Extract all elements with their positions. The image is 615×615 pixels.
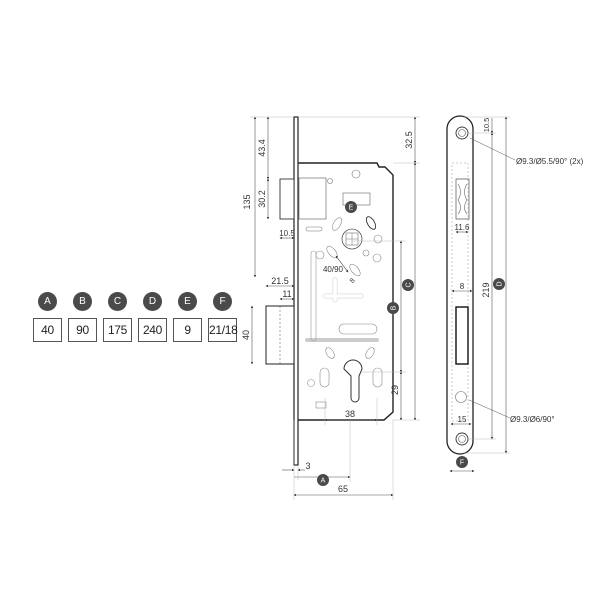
dim-8-spindle: 8 — [349, 277, 357, 285]
badge-a: A — [317, 474, 329, 486]
svg-text:A: A — [321, 478, 326, 485]
dim-11: 11 — [282, 289, 291, 299]
badge-d: D — [493, 278, 505, 290]
callout-leader-bottom — [468, 399, 511, 419]
svg-text:F: F — [460, 460, 464, 467]
dim-32-5: 32.5 — [404, 131, 414, 149]
badge-f: F — [456, 456, 468, 468]
front-view: 10.5 11.6 8 219 15 Ø9.3/Ø5.5/90° (2x) Ø9… — [446, 115, 584, 473]
side-view: 135 43.4 30.2 10.5 21.5 11 40 32.5 40/90… — [241, 116, 420, 500]
legend-badge-a: A — [38, 292, 57, 311]
legend-badge-c: C — [108, 292, 127, 311]
badge-e: E — [345, 201, 357, 213]
dim-15: 15 — [458, 415, 467, 424]
dim-29: 29 — [390, 385, 400, 395]
dim-135: 135 — [242, 194, 252, 209]
cylinder-screw-hole — [455, 391, 467, 403]
dim-40: 40 — [241, 330, 251, 340]
legend-value-a: 40 — [33, 318, 62, 342]
latch — [279, 178, 295, 220]
callout-bottom-hole: Ø9.3/Ø6/90° — [510, 415, 555, 424]
dimension-legend: A 40 B 90 C 175 D 240 E 9 F 21/18 — [33, 292, 238, 348]
spindle-hole — [341, 228, 363, 250]
svg-text:B: B — [391, 305, 398, 310]
legend-badge-e: E — [178, 292, 197, 311]
badge-b: B — [387, 302, 399, 314]
dim-21-5: 21.5 — [271, 276, 289, 286]
dim-11-6: 11.6 — [455, 223, 471, 232]
legend-badge-d: D — [143, 292, 162, 311]
legend-value-d: 240 — [138, 318, 167, 342]
dim-38: 38 — [345, 409, 355, 419]
dim-3: 3 — [305, 461, 310, 471]
callout-leader-top — [469, 137, 516, 161]
legend-value-f: 21/18 — [208, 318, 238, 342]
dim-65: 65 — [338, 484, 348, 494]
dim-219: 219 — [481, 282, 491, 297]
front-latch — [455, 178, 470, 220]
dim-8-front: 8 — [460, 282, 465, 291]
dim-40-90: 40/90 — [323, 265, 344, 274]
legend-badge-b: B — [73, 292, 92, 311]
legend-value-c: 175 — [103, 318, 132, 342]
dim-43-4: 43.4 — [257, 139, 267, 157]
legend-value-e: 9 — [173, 318, 202, 342]
front-bolt-opening — [455, 306, 469, 365]
badge-c: C — [402, 279, 414, 291]
faceplate — [293, 116, 299, 466]
dim-30-2: 30.2 — [257, 190, 267, 208]
legend-value-b: 90 — [68, 318, 97, 342]
dim-10-5-front: 10.5 — [482, 118, 491, 133]
cylinder-cutout — [343, 359, 363, 403]
dim-10-5: 10.5 — [279, 229, 295, 238]
svg-text:C: C — [406, 282, 413, 287]
svg-text:D: D — [497, 281, 504, 286]
lock-body — [298, 162, 394, 421]
legend-badge-f: F — [213, 292, 232, 311]
svg-text:E: E — [349, 205, 354, 212]
callout-top-hole: Ø9.3/Ø5.5/90° (2x) — [516, 157, 584, 166]
